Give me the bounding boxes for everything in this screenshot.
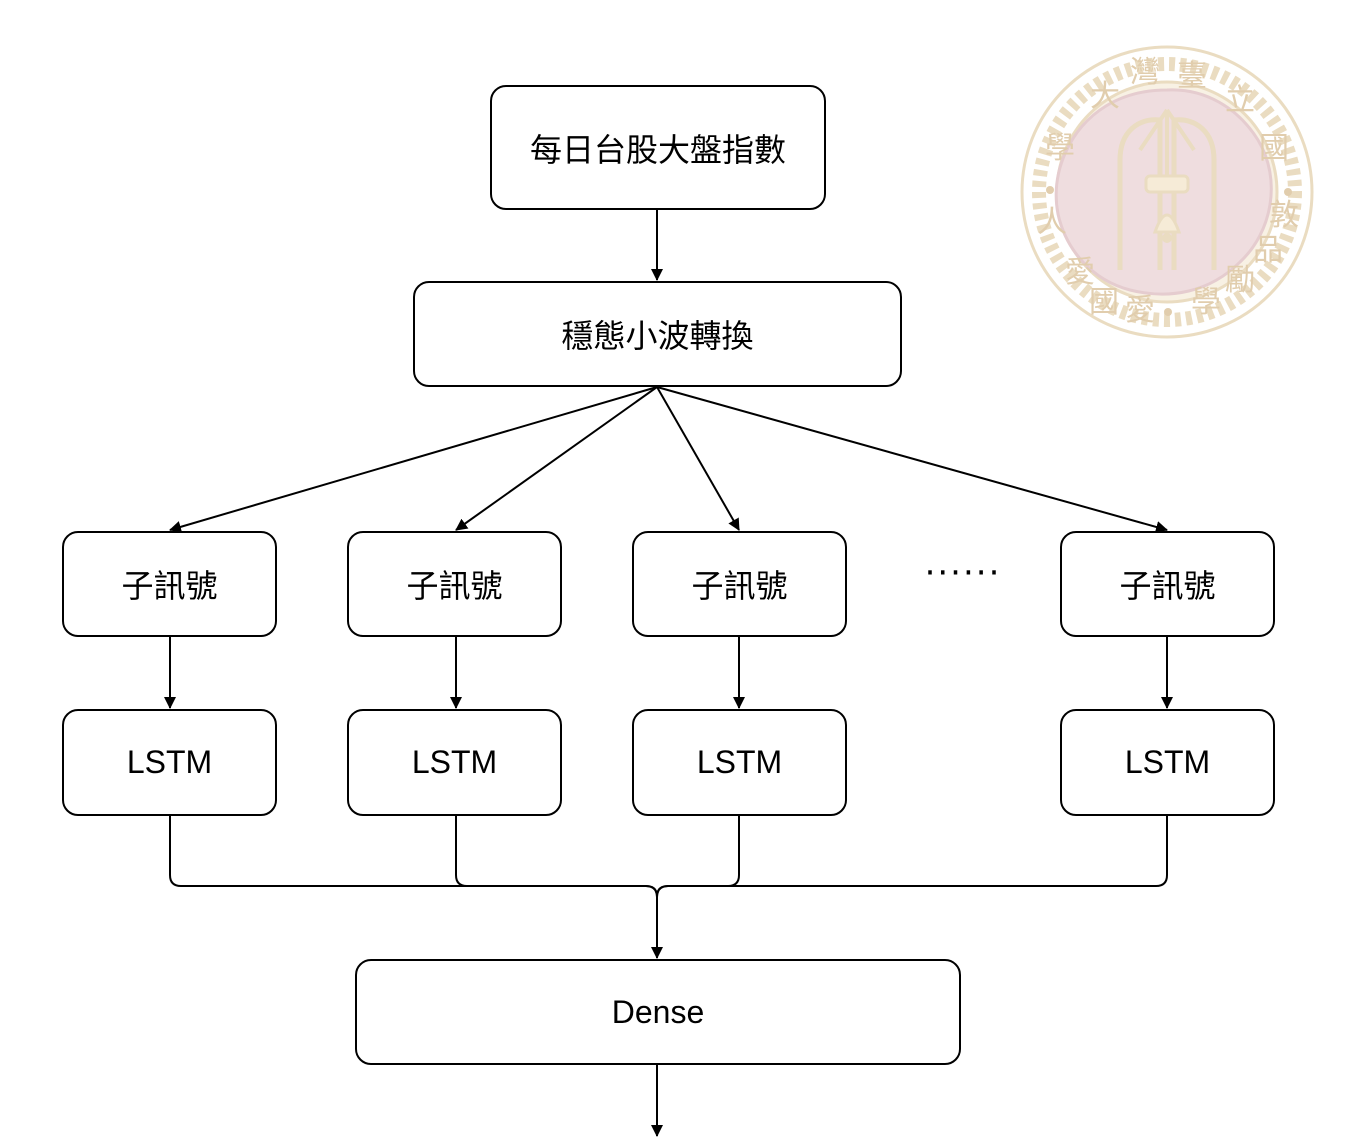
svg-text:人: 人 [1037,205,1067,240]
lstm-node-4: LSTM [1060,709,1275,816]
subsignal-node-1: 子訊號 [62,531,277,637]
subsignal-node-4: 子訊號 [1060,531,1275,637]
svg-text:臺: 臺 [1177,59,1207,94]
lstm-node-3: LSTM [632,709,847,816]
lstm-label: LSTM [126,744,213,780]
svg-text:敦: 敦 [1269,198,1299,233]
arrow-transform-to-subsignal-1 [169,386,658,533]
svg-text:學: 學 [1045,131,1075,166]
lstm-label: LSTM [1124,744,1211,780]
subsignal-label: 子訊號 [691,567,788,605]
university-seal-watermark: 大 灣 臺 立 國 學 人 愛 國 愛 學 勵 品 敦 [1020,45,1314,339]
svg-text:灣: 灣 [1130,55,1160,90]
merge-line-lstm-2 [455,816,658,898]
input-node-label: 每日台股大盤指數 [529,130,786,169]
ellipsis: ······ [924,553,1002,593]
transform-node-label: 穩態小波轉換 [561,317,754,355]
subsignal-label: 子訊號 [121,567,218,605]
subsignal-node-2: 子訊號 [347,531,562,637]
dense-node: Dense [355,959,961,1065]
input-node: 每日台股大盤指數 [490,85,826,210]
svg-text:勵: 勵 [1225,263,1255,298]
svg-text:立: 立 [1225,83,1255,118]
merge-line-lstm-1 [169,816,658,898]
svg-text:愛: 愛 [1125,293,1155,328]
subsignal-label: 子訊號 [1119,567,1216,605]
subsignal-node-3: 子訊號 [632,531,847,637]
transform-node: 穩態小波轉換 [413,281,902,387]
connectors [164,210,1173,1137]
arrow-transform-to-subsignal-4 [656,386,1168,533]
dense-node-label: Dense [611,993,705,1030]
subsignal-label: 子訊號 [406,567,503,605]
merge-line-lstm-4 [656,816,1168,898]
svg-text:大: 大 [1090,79,1120,114]
svg-text:國: 國 [1089,285,1119,320]
svg-text:學: 學 [1191,285,1221,320]
arrow-transform-to-subsignal-3 [656,386,740,531]
lstm-label: LSTM [411,744,498,780]
svg-text:愛: 愛 [1065,255,1095,290]
arrow-transform-to-subsignal-2 [455,386,658,531]
lstm-node-2: LSTM [347,709,562,816]
merge-line-lstm-3 [656,816,740,898]
lstm-label: LSTM [696,744,783,780]
lstm-node-1: LSTM [62,709,277,816]
svg-text:品: 品 [1253,233,1283,268]
svg-text:國: 國 [1259,131,1289,166]
